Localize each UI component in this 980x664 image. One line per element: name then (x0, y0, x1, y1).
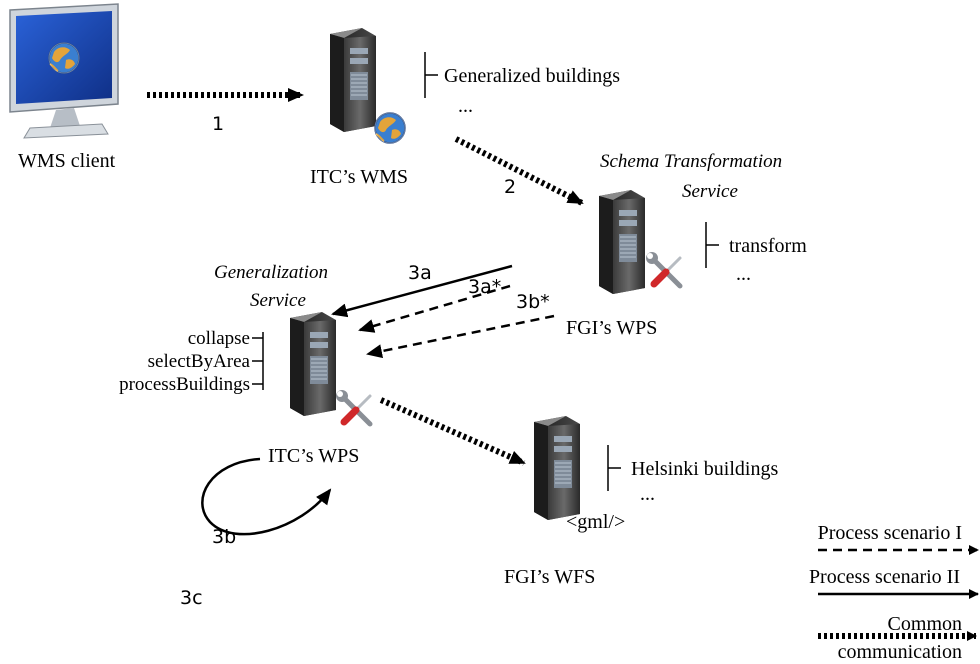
fgi-wps-service-title: Service (682, 181, 738, 202)
edge-label: 3b (212, 526, 236, 548)
edge-3a: 3a (331, 262, 513, 318)
server-icon (533, 415, 581, 521)
tools-icon (336, 390, 370, 424)
itc-wps-operation: selectByArea (148, 351, 251, 372)
itc-wms-node: ITC’s WMS Generalized buildings ... (310, 27, 620, 188)
legend-label-scenario-1: Process scenario I (818, 522, 962, 544)
itc-wps-operation: collapse (188, 328, 250, 349)
edge-label: 1 (212, 113, 224, 135)
legend-label-common: communication (838, 641, 962, 663)
wms-client-label: WMS client (18, 150, 116, 172)
itc-wps-service-title: Service (250, 290, 306, 311)
fgi-wps-operation-bracket (705, 222, 719, 268)
itc-wms-operation: ... (458, 95, 473, 117)
fgi-wfs-node: <gml/> FGI’s WFS Helsinki buildings ... (504, 415, 778, 588)
edge-3b-star: 3b* (366, 291, 555, 359)
wms-client-node: WMS client (9, 3, 119, 172)
globe-icon (48, 42, 80, 74)
edge-3c: 3c (180, 397, 526, 609)
fgi-wps-label: FGI’s WPS (566, 317, 657, 339)
fgi-wfs-operation: ... (640, 483, 655, 505)
edge-3b-loop: 3b (201, 457, 332, 548)
server-icon (289, 311, 337, 417)
fgi-wfs-operation-bracket (607, 445, 621, 491)
tools-icon (646, 252, 680, 286)
fgi-wps-operation: transform (729, 235, 807, 257)
edge-label: 2 (504, 176, 516, 198)
itc-wms-operation: Generalized buildings (444, 65, 620, 87)
globe-icon (374, 112, 406, 144)
edge-label: 3c (180, 587, 203, 609)
itc-wps-operation-bracket (252, 332, 264, 390)
fgi-wps-node: Schema Transformation Service FGI’s WPS … (566, 151, 807, 339)
itc-wps-node: Generalization Service ITC’s WPS collaps… (119, 262, 370, 467)
edge-label: 3a (408, 262, 432, 284)
edge-label: 3a* (468, 276, 501, 298)
fgi-wfs-operation: Helsinki buildings (631, 458, 778, 480)
server-icon (598, 189, 646, 295)
itc-wms-label: ITC’s WMS (310, 166, 408, 188)
legend: Process scenario I Process scenario II C… (809, 522, 979, 663)
edge-3a-star: 3a* (358, 276, 511, 333)
edge-2: 2 (454, 136, 584, 206)
fgi-wfs-gml-tag: <gml/> (566, 511, 625, 533)
fgi-wps-operation: ... (736, 263, 751, 285)
itc-wps-label: ITC’s WPS (268, 445, 359, 467)
edge-1: 1 (147, 88, 304, 135)
itc-wps-operation: processBuildings (119, 374, 250, 395)
monitor-icon (9, 3, 119, 139)
edge-label: 3b* (516, 291, 550, 313)
legend-label-common: Common (888, 613, 962, 635)
legend-label-scenario-2: Process scenario II (809, 566, 960, 588)
fgi-wfs-label: FGI’s WFS (504, 566, 595, 588)
itc-wms-operation-bracket (424, 52, 438, 98)
itc-wps-service-title: Generalization (214, 262, 328, 283)
fgi-wps-service-title: Schema Transformation (600, 151, 782, 172)
server-icon (329, 27, 377, 133)
